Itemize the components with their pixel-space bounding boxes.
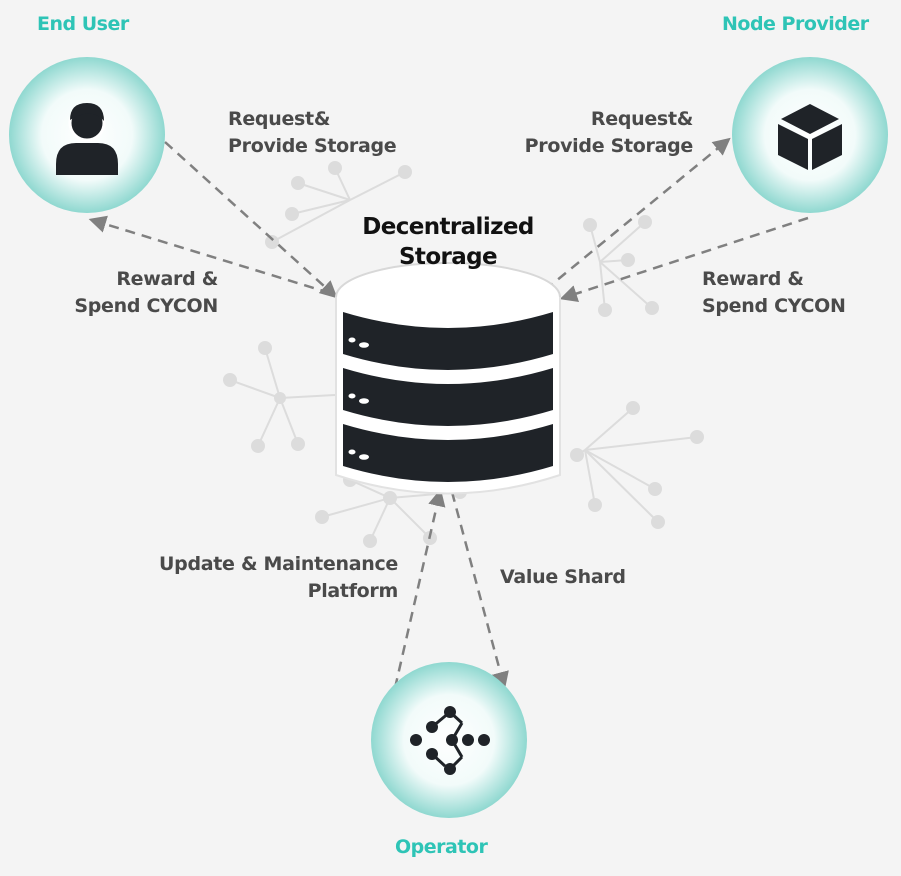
arrow-storage-to-operator [450,491,509,690]
storage-title-line1: Decentralized [362,214,534,240]
arrow-provider-to-storage [559,216,809,302]
provider-request-line2: Provide Storage [524,135,694,157]
provider-reward-label: Reward & Spend CYCON [702,266,846,320]
node-provider-label: Node Provider [722,13,869,35]
node-provider-node [732,57,888,213]
storage-title-line2: Storage [398,244,498,270]
background-network-graphic [223,161,704,548]
arrow-operator-to-storage [393,488,446,689]
user-reward-line1: Reward & [116,268,218,290]
arrow-storage-to-provider [544,137,731,291]
person-icon [56,103,118,175]
operator-update-line1: Update & Maintenance [159,553,398,575]
user-request-label: Request& Provide Storage [228,106,397,160]
arrow-user-to-storage [164,141,338,299]
user-reward-label: Reward & Spend CYCON [40,266,218,320]
operator-label: Operator [395,836,488,858]
user-reward-line2: Spend CYCON [74,295,218,317]
cube-icon [778,104,842,170]
end-user-node [9,57,165,213]
end-user-label: End User [37,13,129,35]
user-request-line1: Request& [228,108,331,130]
storage-title: Decentralized Storage [338,212,558,272]
operator-update-label: Update & Maintenance Platform [110,551,398,605]
operator-node [371,662,527,818]
provider-reward-line1: Reward & [702,268,804,290]
network-logo-icon [410,706,490,775]
provider-reward-line2: Spend CYCON [702,295,846,317]
operator-value-label: Value Shard [500,566,626,588]
arrow-storage-to-user [88,215,331,295]
provider-request-label: Request& Provide Storage [478,106,694,160]
operator-update-line2: Platform [307,580,399,602]
database-icon [335,262,561,495]
provider-request-line1: Request& [590,108,693,130]
user-request-line2: Provide Storage [228,135,397,157]
